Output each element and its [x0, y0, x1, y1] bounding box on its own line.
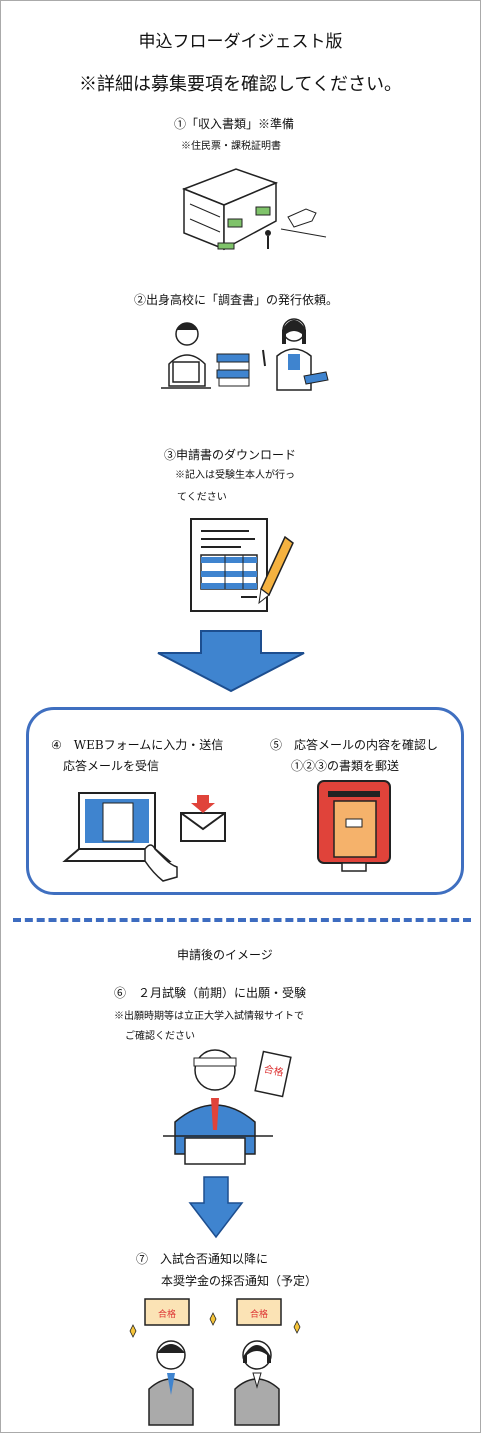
submission-steps-frame — [26, 707, 464, 895]
step7-label-line2: 本奨学金の採否通知（予定） — [161, 1274, 318, 1288]
step6-note-line1: ※出願時期等は立正大学入試情報サイトで — [114, 1011, 304, 1022]
step3-note-line2: てください — [177, 492, 227, 503]
laptop-mail-illustration — [62, 792, 226, 882]
pass-stamp-text: 合格 — [263, 1062, 285, 1079]
step2-label: ②出身高校に「調査書」の発行依頼。 — [134, 293, 339, 307]
exam-student-illustration: 合格 — [163, 1049, 292, 1165]
celebrating-students-illustration: 合格 合格 — [129, 1298, 301, 1426]
after-heading: 申請後のイメージ — [177, 948, 273, 962]
step5-label-line2: ①②③の書類を郵送 — [291, 759, 400, 773]
building-illustration — [181, 168, 327, 251]
pass-banner-right-text: 合格 — [250, 1308, 268, 1320]
step1-label: ①「収入書類」※準備 — [174, 117, 295, 131]
postbox-illustration — [317, 780, 391, 872]
section-divider — [13, 918, 471, 922]
step3-label: ③申請書のダウンロード — [164, 448, 297, 462]
application-form-illustration — [190, 518, 294, 612]
small-down-arrow-icon — [188, 1176, 244, 1239]
step1-note: ※住民票・課税証明書 — [181, 141, 281, 152]
step5-label-line1: ⑤ 応答メールの内容を確認し — [270, 738, 439, 752]
page-title: 申込フローダイジェスト版 — [138, 32, 343, 52]
pass-banner-left-text: 合格 — [158, 1308, 176, 1320]
step7-label-line1: ⑦ 入試合否通知以降に — [136, 1252, 269, 1266]
notice-text: ※詳細は募集要項を確認してください。 — [79, 74, 402, 95]
down-arrow-icon — [157, 630, 305, 693]
step3-note-line1: ※記入は受験生本人が行っ — [175, 470, 295, 481]
step4-label-line2: 応答メールを受信 — [63, 759, 160, 773]
teacher-student-illustration — [161, 318, 329, 391]
step6-label: ⑥ ２月試験（前期）に出願・受験 — [114, 986, 307, 1000]
step6-note-line2: ご確認ください — [125, 1031, 195, 1042]
step4-label-line1: ④ WEBフォームに入力・送信 — [51, 738, 224, 752]
